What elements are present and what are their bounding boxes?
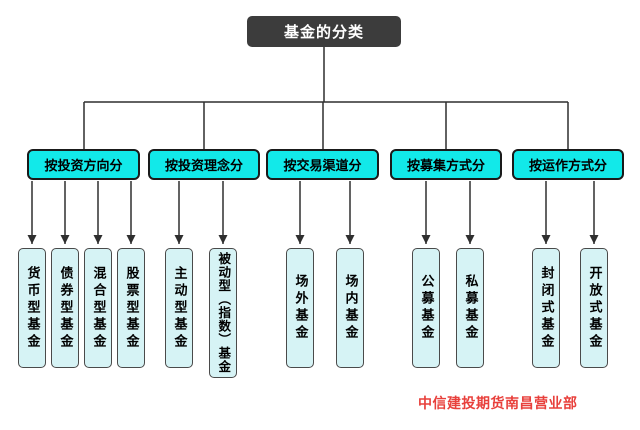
leaf-label: 混合型基金 [90,265,106,351]
leaf-label: 私募基金 [462,274,478,342]
leaf-label: 公募基金 [418,274,434,342]
category-trading-channel: 按交易渠道分 [266,149,379,180]
category-operation-method: 按运作方式分 [512,149,624,180]
leaf-public-fund: 公募基金 [412,248,440,368]
leaf-label: 债券型基金 [57,265,73,351]
leaf-label: 货币型基金 [24,265,40,351]
leaf-label: 开放式基金 [586,265,602,351]
leaf-passive-index-fund: 被动型（指数）基金 [209,248,237,378]
category-fundraising-method: 按募集方式分 [390,149,502,180]
root-to-categories-link [83,47,569,149]
leaf-open-end-fund: 开放式基金 [580,248,608,368]
leaf-active-fund: 主动型基金 [165,248,193,368]
leaf-closed-end-fund: 封闭式基金 [532,248,560,368]
category-investment-direction: 按投资方向分 [27,149,140,180]
leaf-label: 股票型基金 [123,265,139,351]
leaf-otc-fund: 场外基金 [286,248,314,368]
category-label: 按交易渠道分 [283,159,362,174]
leaf-label: 场内基金 [342,274,358,342]
category-label: 按募集方式分 [406,159,485,174]
branch-watermark-text: 中信建投期货南昌营业部 [418,396,578,412]
leaf-label: 主动型基金 [171,265,187,351]
leaf-monetary-fund: 货币型基金 [18,248,46,368]
leaf-hybrid-fund: 混合型基金 [84,248,112,368]
leaf-private-fund: 私募基金 [456,248,484,368]
leaf-label: 封闭式基金 [538,265,554,351]
leaf-bond-fund: 债券型基金 [51,248,79,368]
category-investment-philosophy: 按投资理念分 [148,149,260,180]
leaf-label: 场外基金 [292,274,308,342]
leaf-label: 被动型（指数）基金 [216,252,232,374]
leaf-stock-fund: 股票型基金 [117,248,145,368]
category-label: 按投资方向分 [44,159,123,174]
category-label: 按投资理念分 [164,159,243,174]
leaf-exchange-fund: 场内基金 [336,248,364,368]
category-label: 按运作方式分 [528,159,607,174]
root-title-label: 基金的分类 [283,23,364,41]
root-title-box: 基金的分类 [247,16,401,47]
